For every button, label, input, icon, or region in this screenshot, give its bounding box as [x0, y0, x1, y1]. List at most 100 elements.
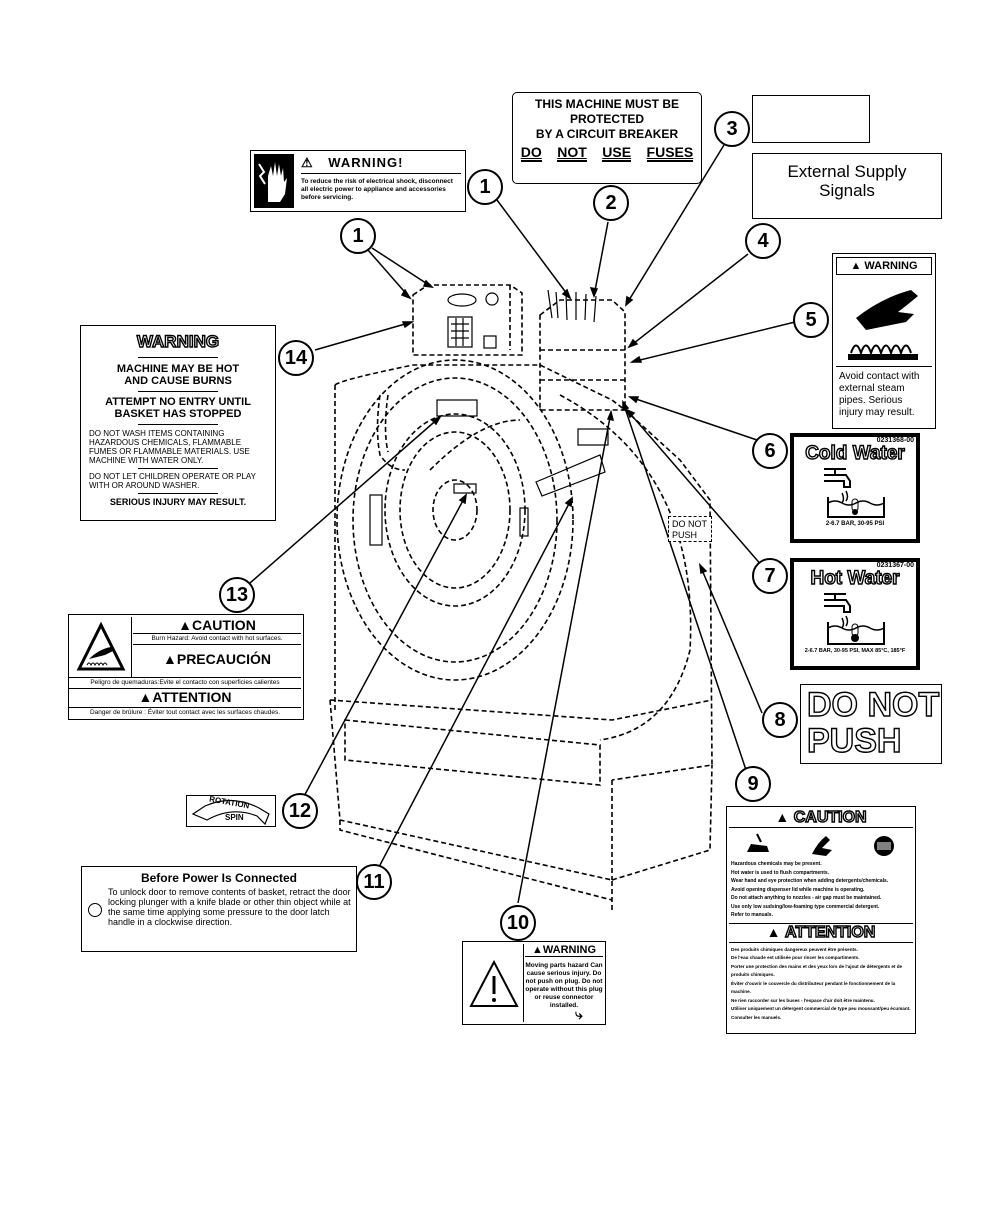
callout-12: 12 — [282, 793, 318, 829]
hot-water-label: 0231367-00 Hot Water 2-6.7 BAR, 30-95 PS… — [790, 558, 920, 670]
hot-warning-line-3: ATTEMPT NO ENTRY UNTIL — [105, 396, 251, 408]
chem-attention-line-4: Éviter d'ouvrir le couvercle du distribu… — [731, 980, 896, 995]
hot-warning-line-4: BASKET HAS STOPPED — [114, 408, 242, 420]
before-power-label: Before Power Is Connected To unlock door… — [81, 866, 357, 952]
callout-3: 3 — [714, 111, 750, 147]
water-faucet-icon — [794, 463, 916, 521]
warning-triangle-icon: ⚠ — [301, 155, 313, 170]
burn-caution-text: Burn Hazard: Avoid contact with hot surf… — [133, 634, 301, 645]
before-power-title: Before Power Is Connected — [140, 871, 298, 885]
cold-water-code: 0231368-00 — [876, 437, 914, 444]
warning-triangle-icon — [465, 944, 524, 1022]
steam-warning-text: Avoid contact with external steam pipes.… — [839, 371, 920, 418]
external-supply-label: External Supply Signals — [752, 153, 942, 219]
burn-precaucion-title: PRECAUCIÓN — [176, 651, 271, 667]
chemical-hand-icon — [747, 833, 770, 852]
hot-surface-hand-icon — [71, 617, 132, 677]
machine-do-not-push-sticker: DO NOT PUSH — [668, 516, 712, 542]
warning-triangle-icon: ▲ — [766, 923, 781, 940]
hot-warning-line-6: DO NOT LET CHILDREN OPERATE OR PLAY WITH… — [89, 472, 256, 490]
chem-attention-line-2: De l'eau chaude est utilisée pour rincer… — [731, 955, 860, 960]
chem-caution-line-7: Refer to manuals. — [731, 912, 773, 918]
shock-warning-label: ⚠ WARNING! To reduce the risk of electri… — [250, 150, 466, 212]
chem-attention-line-6: Utiliser uniquement un détergent commerc… — [731, 1006, 911, 1011]
lock-hole-icon — [88, 903, 102, 917]
warning-triangle-icon: ▲ — [775, 809, 790, 825]
warning-triangle-icon: ▲ — [138, 689, 153, 705]
callout-4: 4 — [745, 223, 781, 259]
arrow-icon: ⤷ — [575, 1006, 583, 1022]
hand-shock-icon — [254, 154, 294, 208]
chem-attention-line-5: Ne rien raccorder sur les buses - l'espa… — [731, 997, 875, 1003]
burn-attention-title: ATTENTION — [152, 689, 232, 705]
chem-caution-line-4: Avoid opening dispenser lid while machin… — [731, 886, 865, 893]
circuit-line-2: PROTECTED — [569, 112, 644, 126]
blank-label — [752, 95, 870, 143]
chem-caution-line-5: Do not attach anything to nozzles - air … — [731, 895, 882, 901]
callout-2: 2 — [593, 185, 629, 221]
moving-parts-title: WARNING — [542, 944, 597, 956]
circuit-word-do: DO — [520, 144, 542, 162]
machine-do-not-push-line-2: PUSH — [672, 530, 698, 540]
before-power-text: To unlock door to remove contents of bas… — [108, 887, 351, 927]
cold-water-label: 0231368-00 Cold Water 2-6.7 BAR, 30-95 P… — [790, 433, 920, 543]
chem-caution-line-3: Wear hand and eye protection when adding… — [731, 878, 889, 884]
warning-triangle-icon: ▲ — [163, 651, 177, 667]
hot-warning-line-2: AND CAUSE BURNS — [124, 375, 232, 387]
warning-triangle-icon: ▲ — [850, 260, 862, 272]
chem-attention-line-1: Des produits chimiques dangereux peuvent… — [731, 946, 858, 952]
callout-8: 8 — [762, 702, 798, 738]
callout-6: 6 — [752, 433, 788, 469]
shock-warning-title: WARNING! — [328, 155, 404, 170]
moving-parts-label: ▲WARNING Moving parts hazard Can cause s… — [462, 941, 606, 1025]
moving-parts-text: Moving parts hazard Can cause serious in… — [525, 962, 603, 1009]
water-faucet-icon — [794, 588, 916, 648]
do-not-push-label: DO NOT PUSH — [800, 684, 942, 764]
hot-water-code: 0231367-00 — [876, 562, 914, 569]
rotation-arrow-icon — [191, 799, 270, 826]
rotation-spin-label: ROTATION SPIN — [186, 795, 276, 827]
chem-caution-line-2: Hot water is used to flush compartments. — [731, 869, 830, 876]
circuit-word-use: USE — [602, 144, 632, 162]
circuit-breaker-label: THIS MACHINE MUST BE PROTECTED BY A CIRC… — [512, 92, 702, 184]
warning-triangle-icon: ▲ — [178, 617, 193, 633]
cold-water-title: Cold Water — [805, 443, 906, 464]
burn-precaucion-text: Peligro de quemaduras:Evite el contacto … — [69, 677, 301, 689]
callout-7: 7 — [752, 558, 788, 594]
shock-warning-text: To reduce the risk of electrical shock, … — [301, 178, 453, 201]
circuit-line-3: BY A CIRCUIT BREAKER — [535, 127, 679, 141]
burn-attention-text: Danger de brûlure : Éviter tout contact … — [69, 707, 301, 718]
leader-lines — [249, 144, 796, 904]
callout-10: 10 — [500, 905, 536, 941]
hot-surface-hand-icon — [836, 278, 932, 367]
cold-water-spec: 2-6.7 BAR, 30-95 PSI — [825, 521, 885, 527]
circuit-line-1: THIS MACHINE MUST BE — [535, 97, 679, 111]
callout-1a: 1 — [340, 218, 376, 254]
chem-caution-title: CAUTION — [793, 808, 867, 826]
hot-warning-label: WARNING MACHINE MAY BE HOT AND CAUSE BUR… — [80, 325, 276, 521]
circuit-word-not: NOT — [557, 144, 587, 162]
hot-water-title: Hot Water — [810, 568, 900, 589]
callout-14: 14 — [278, 340, 314, 376]
rotation-line-2: SPIN — [225, 813, 244, 822]
chem-caution-line-6: Use only low sudsing/low-foaming type co… — [731, 903, 880, 910]
warning-triangle-icon: ▲ — [531, 944, 543, 956]
callout-13: 13 — [219, 577, 255, 613]
chem-caution-line-1: Hazardous chemicals may be present. — [731, 861, 822, 867]
face-shield-icon — [873, 836, 894, 856]
callout-11: 11 — [356, 864, 392, 900]
external-supply-text: External Supply Signals — [787, 162, 907, 200]
burn-caution-label: ▲CAUTION Burn Hazard: Avoid contact with… — [68, 614, 304, 720]
chemical-caution-label: ▲ CAUTION Hazardous chemicals may be pre… — [726, 806, 916, 1034]
callout-5: 5 — [793, 302, 829, 338]
do-not-push-line-2: PUSH — [806, 722, 902, 760]
hot-warning-line-5: DO NOT WASH ITEMS CONTAINING HAZARDOUS C… — [89, 429, 250, 465]
callout-9: 9 — [735, 766, 771, 802]
circuit-word-fuses: FUSES — [646, 144, 694, 162]
chem-attention-line-7: Consulter les manuels. — [731, 1014, 782, 1020]
chem-attention-line-3: Porter une protection des mains et des y… — [731, 963, 903, 978]
ppe-icons — [727, 830, 915, 860]
chem-attention-title: ATTENTION — [784, 923, 876, 941]
do-not-push-line-1: DO NOT — [806, 686, 940, 724]
